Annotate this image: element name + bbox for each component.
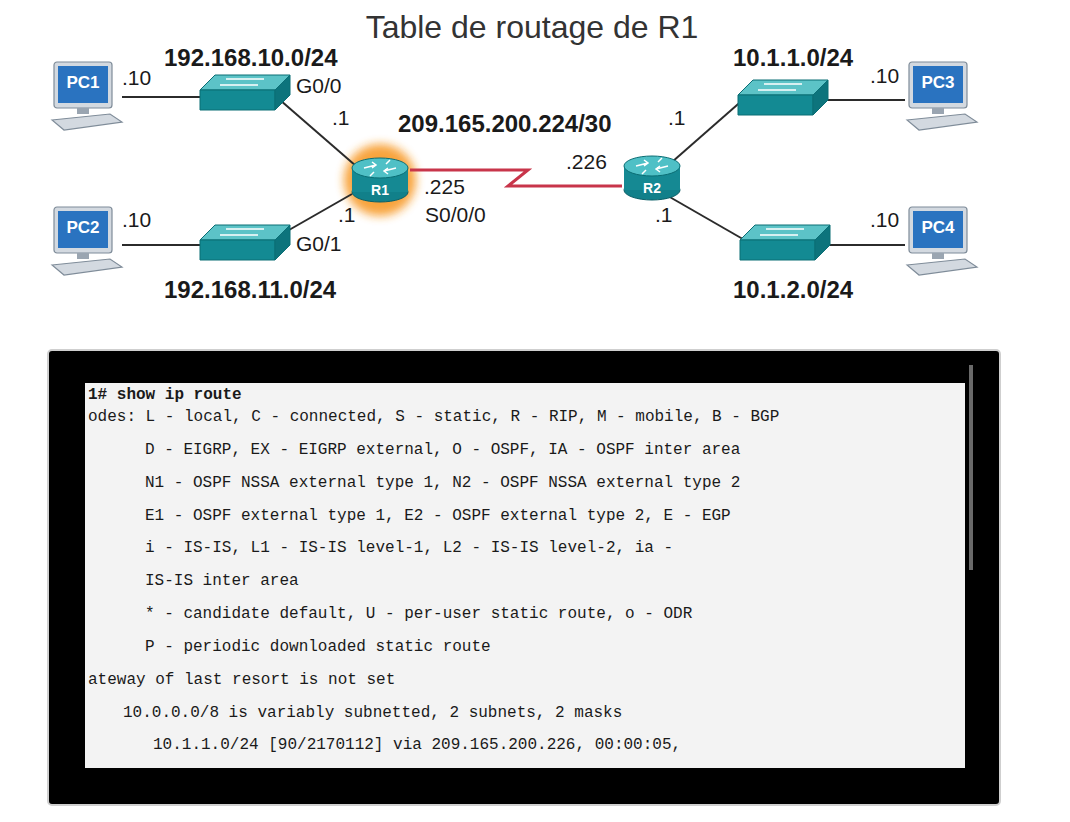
wire <box>820 244 905 246</box>
switch-side <box>275 75 290 110</box>
device-name: PC3 <box>913 73 963 93</box>
router-top <box>624 156 680 176</box>
terminal-line: IS-IS inter area <box>145 572 299 591</box>
node-shape <box>905 207 977 277</box>
address-label: .10 <box>870 64 899 88</box>
wire <box>122 96 205 98</box>
switch-icon <box>738 80 828 115</box>
monitor-stand <box>932 253 944 259</box>
address-label: G0/1 <box>296 232 342 256</box>
address-label: 192.168.11.0/24 <box>164 276 336 303</box>
monitor-frame <box>54 207 112 253</box>
terminal-panel <box>85 383 965 768</box>
scrollbar <box>969 365 973 570</box>
pc-icon: PC4 <box>905 207 977 277</box>
terminal-line: P - periodic downloaded static route <box>145 638 491 657</box>
switch-arrows <box>220 79 264 85</box>
pc-icon: PC3 <box>905 62 977 132</box>
switch-icon <box>200 75 290 110</box>
device-name: PC1 <box>58 73 108 93</box>
terminal-window: 1# show ip route odes: L - local, C - con… <box>48 350 1000 805</box>
monitor-screen <box>58 66 108 103</box>
monitor-frame <box>54 62 112 108</box>
router-top <box>352 158 408 178</box>
wire <box>668 196 748 242</box>
address-label: .10 <box>122 208 151 232</box>
switch-side <box>815 225 830 260</box>
switch-side <box>813 80 828 115</box>
switch-top <box>738 80 828 95</box>
terminal-line: E1 - OSPF external type 1, E2 - OSPF ext… <box>145 507 731 526</box>
monitor-frame <box>909 62 967 108</box>
keyboard <box>52 114 122 130</box>
switch-icon <box>740 225 830 260</box>
node-shape <box>50 62 122 132</box>
terminal-line: 10.0.0.0/8 is variably subnetted, 2 subn… <box>123 704 622 723</box>
switch-arrows <box>760 229 804 235</box>
address-label: .1 <box>338 203 356 227</box>
monitor-frame <box>909 207 967 253</box>
switch-front <box>738 95 813 115</box>
terminal-line: N1 - OSPF NSSA external type 1, N2 - OSP… <box>145 474 740 493</box>
terminal-line: i - IS-IS, L1 - IS-IS level-1, L2 - IS-I… <box>145 539 673 558</box>
monitor-screen <box>913 211 963 248</box>
router-name: R1 <box>350 182 410 198</box>
switch-top <box>200 75 290 90</box>
terminal-line: D - EIGRP, EX - EIGRP external, O - OSPF… <box>145 441 740 460</box>
address-label: .226 <box>566 150 607 174</box>
address-label: 192.168.10.0/24 <box>164 44 338 71</box>
address-label: .1 <box>668 106 686 130</box>
router-arrows <box>364 160 396 176</box>
terminal-line: * - candidate default, U - per-user stat… <box>145 605 692 624</box>
monitor-stand <box>77 108 89 114</box>
router-icon: R1 <box>350 156 410 204</box>
terminal-line: odes: L - local, C - connected, S - stat… <box>88 408 779 427</box>
terminal-frame <box>48 350 1000 805</box>
address-label: .10 <box>122 66 151 90</box>
switch-arrows <box>758 84 802 90</box>
terminal-line: 10.1.1.0/24 [90/2170112] via 209.165.200… <box>153 736 681 755</box>
keyboard <box>907 259 977 275</box>
switch-top <box>740 225 830 240</box>
switch-arrows <box>220 229 264 235</box>
address-label: G0/0 <box>296 74 342 98</box>
device-name: PC4 <box>913 218 963 238</box>
router-arrows <box>636 158 668 174</box>
terminal-line: ateway of last resort is not set <box>88 671 395 690</box>
device-name: PC2 <box>58 218 108 238</box>
monitor-screen <box>58 211 108 248</box>
switch-front <box>200 90 275 110</box>
monitor-stand <box>77 253 89 259</box>
monitor-screen <box>913 66 963 103</box>
address-label: .10 <box>870 208 899 232</box>
diagram-title: Table de routage de R1 <box>0 8 1064 46</box>
node-shape <box>50 207 122 277</box>
address-label: 10.1.1.0/24 <box>733 44 853 71</box>
router-name: R2 <box>622 180 682 196</box>
wire <box>820 99 905 101</box>
keyboard <box>52 259 122 275</box>
switch-top <box>200 225 290 240</box>
switch-side <box>275 225 290 260</box>
monitor-stand <box>932 108 944 114</box>
address-label: .225 <box>424 175 465 199</box>
keyboard <box>907 114 977 130</box>
pc-icon: PC1 <box>50 62 122 132</box>
address-label: S0/0/0 <box>425 203 486 227</box>
address-label: 10.1.2.0/24 <box>733 276 853 303</box>
pc-icon: PC2 <box>50 207 122 277</box>
address-label: .1 <box>655 203 673 227</box>
wire <box>280 100 356 166</box>
address-label: 209.165.200.224/30 <box>398 110 612 137</box>
node-shape <box>905 62 977 132</box>
terminal-line: 1# show ip route <box>88 386 242 405</box>
address-label: .1 <box>332 106 350 130</box>
router-icon: R2 <box>622 154 682 202</box>
switch-icon <box>200 225 290 260</box>
wire <box>122 244 205 246</box>
switch-front <box>740 240 815 260</box>
ethernet-wires <box>122 97 905 245</box>
switch-front <box>200 240 275 260</box>
